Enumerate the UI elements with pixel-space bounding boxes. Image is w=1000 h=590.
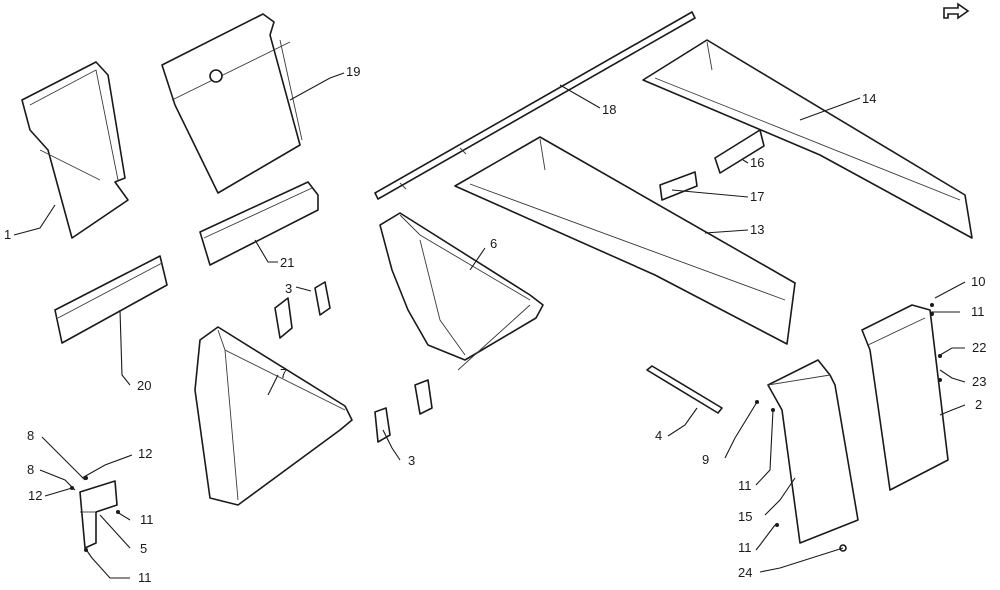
callout-8-upper: 8 — [27, 428, 34, 443]
callout-21: 21 — [280, 255, 294, 270]
callout-7: 7 — [280, 366, 287, 381]
part-15-vertical-panel — [767, 359, 859, 544]
callout-14: 14 — [862, 91, 876, 106]
callout-11-b: 11 — [138, 570, 152, 585]
fastener-dots — [70, 303, 942, 552]
part-13-long-panel — [454, 136, 796, 345]
callout-2: 2 — [975, 397, 982, 412]
callout-18: 18 — [602, 102, 616, 117]
callout-16: 16 — [750, 155, 764, 170]
part-16-bracket — [714, 129, 765, 174]
callout-11-a: 11 — [140, 512, 154, 527]
part-7-hopper — [194, 326, 353, 506]
part-21-strip-panel — [199, 181, 319, 266]
part-19-rear-panel — [161, 13, 303, 194]
callout-13: 13 — [750, 222, 764, 237]
callout-17: 17 — [750, 189, 764, 204]
callout-3-upper: 3 — [285, 281, 292, 296]
callout-labels: 1 19 18 14 16 17 13 21 6 3 20 7 3 4 8 8 … — [4, 64, 986, 585]
callout-22: 22 — [972, 340, 986, 355]
callout-19: 19 — [346, 64, 360, 79]
callout-9: 9 — [702, 452, 709, 467]
part-2-vertical-panel — [861, 304, 949, 491]
part-1-side-panel — [21, 61, 129, 239]
callout-10: 10 — [971, 274, 985, 289]
part-18-strip — [374, 11, 696, 200]
callout-20: 20 — [137, 378, 151, 393]
part-3-clip-lower — [374, 379, 433, 443]
part-6-chute — [379, 212, 544, 371]
callout-24: 24 — [738, 565, 752, 580]
callout-3-lower: 3 — [408, 453, 415, 468]
callout-23: 23 — [972, 374, 986, 389]
callout-12-left: 12 — [28, 488, 42, 503]
callout-11-d: 11 — [738, 478, 752, 493]
navigation-arrow-icon[interactable] — [943, 2, 970, 20]
callout-15: 15 — [738, 509, 752, 524]
callout-6: 6 — [490, 236, 497, 251]
callout-4: 4 — [655, 428, 662, 443]
callout-5: 5 — [140, 541, 147, 556]
part-17-bracket — [659, 171, 698, 201]
callout-1: 1 — [4, 227, 11, 242]
part-20-strip-panel — [54, 255, 168, 344]
part-14-long-panel — [642, 39, 973, 239]
part-3-clip-upper — [274, 281, 331, 339]
callout-8-lower: 8 — [27, 462, 34, 477]
callout-11-c: 11 — [971, 304, 985, 319]
part-4-bar — [646, 365, 723, 414]
part-5-bracket — [79, 480, 118, 549]
callout-12-right: 12 — [138, 446, 152, 461]
callout-11-e: 11 — [738, 540, 752, 555]
